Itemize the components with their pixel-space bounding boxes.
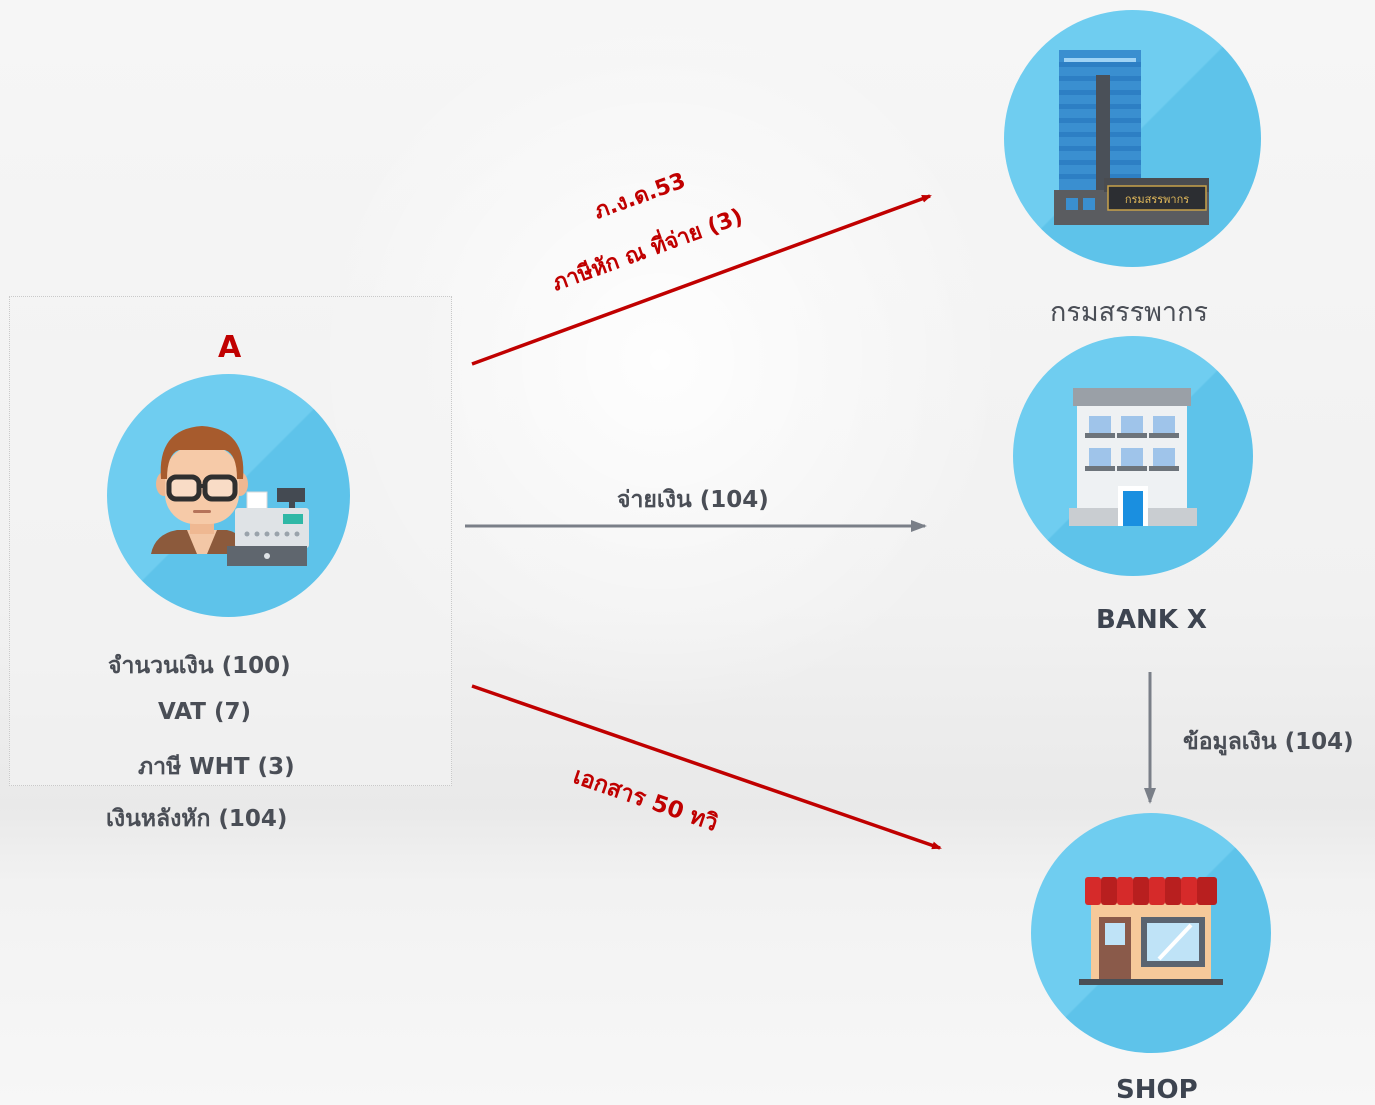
- bank-label: BANK X: [1096, 605, 1207, 635]
- arrow-to-revenue: [471, 194, 932, 366]
- shopkeeper-icon: [151, 426, 309, 566]
- revenue-sign-text: กรมสรรพากร: [1125, 193, 1189, 206]
- revenue-department-circle: กรมสรรพากร: [1004, 10, 1261, 267]
- arrow-to-shop: [471, 684, 942, 850]
- actor-vat: VAT (7): [158, 699, 251, 725]
- actor-avatar: [107, 374, 350, 617]
- edge-bank-shop-label: ข้อมูลเงิน (104): [1183, 729, 1354, 755]
- actor-wht: ภาษี WHT (3): [138, 754, 295, 780]
- storefront-icon: [1079, 877, 1223, 985]
- revenue-department-label: กรมสรรพากร: [1050, 297, 1208, 328]
- office-building-icon: กรมสรรพากร: [1054, 50, 1209, 225]
- shop-label: SHOP: [1116, 1075, 1198, 1105]
- shop-circle: [1031, 813, 1271, 1053]
- actor-net: เงินหลังหัก (104): [106, 806, 288, 832]
- actor-name: A: [218, 330, 242, 365]
- edge-bank-label: จ่ายเงิน (104): [617, 487, 769, 513]
- actor-amount: จำนวนเงิน (100): [108, 653, 291, 679]
- bank-circle: [1013, 336, 1253, 576]
- bank-building-icon: [1069, 388, 1197, 526]
